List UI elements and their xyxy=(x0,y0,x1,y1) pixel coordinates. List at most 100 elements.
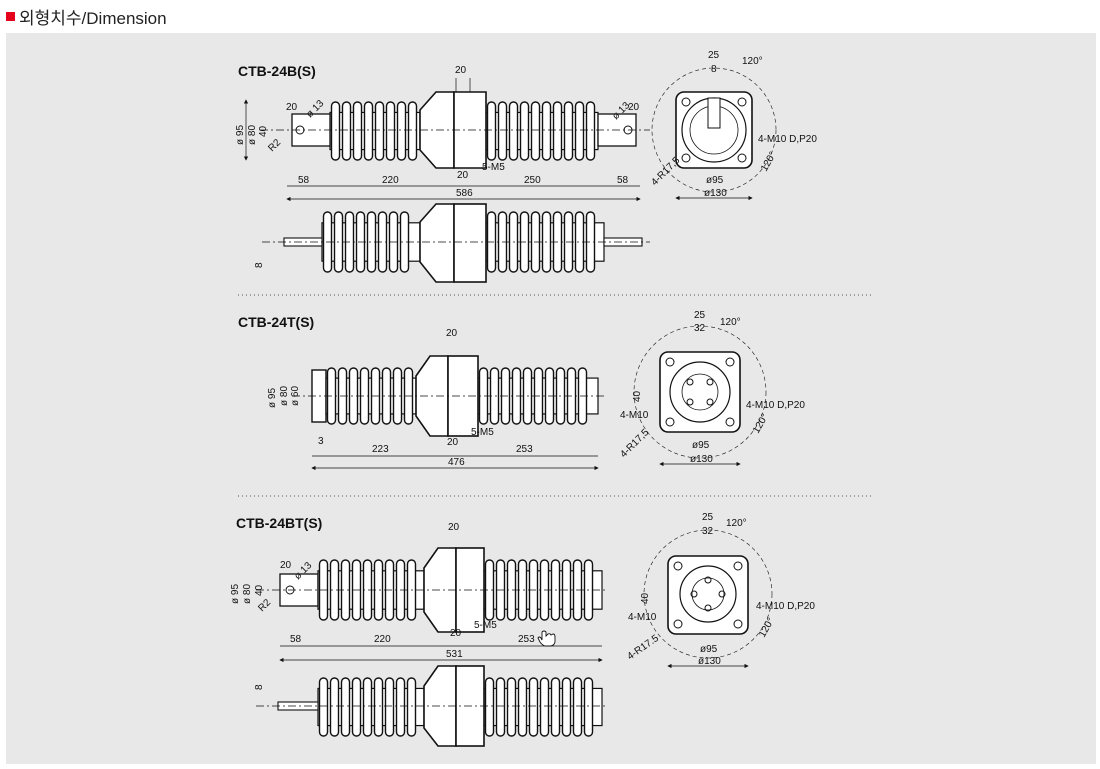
dim-58-right: 58 xyxy=(617,175,629,186)
end-8: 8 xyxy=(711,64,717,75)
end-sq130: ø130 xyxy=(704,188,727,199)
dim-total: 531 xyxy=(446,649,463,660)
m5-label: 5-M5 xyxy=(471,427,494,438)
insulator-shed xyxy=(330,101,341,161)
terminal-left: 20 xyxy=(280,560,292,571)
insulator-shed xyxy=(563,101,574,161)
section-title-text: 외형치수/Dimension xyxy=(19,9,167,28)
m5-label: 5-M5 xyxy=(482,162,505,173)
end-angle: 120° xyxy=(742,56,763,67)
dim-253: 253 xyxy=(518,634,535,645)
insulator-shed xyxy=(340,677,351,737)
insulator-shed xyxy=(395,677,406,737)
end-40: 40 xyxy=(632,390,643,402)
dia-40: 40 xyxy=(258,125,269,137)
dim-top: 20 xyxy=(455,65,467,76)
end-mtap: 4-M10 D,P20 xyxy=(758,134,817,145)
insulator-shed xyxy=(362,677,373,737)
thk-label: 8 xyxy=(254,684,265,690)
hand-cursor-icon xyxy=(537,630,556,647)
dim-220: 220 xyxy=(374,634,391,645)
insulator-shed xyxy=(508,101,519,161)
end-sq130: ø130 xyxy=(698,656,721,667)
dim-253: 253 xyxy=(516,444,533,455)
end-m10: 4-M10 xyxy=(628,612,657,623)
dim-250: 250 xyxy=(524,175,541,186)
insulator-shed xyxy=(585,101,596,161)
insulator-shed xyxy=(539,677,550,737)
end-radius: 4-R17.5 xyxy=(625,633,661,663)
insulator-shed xyxy=(497,101,508,161)
insulator-shed xyxy=(561,677,572,737)
dia-80: ø 80 xyxy=(279,386,290,406)
thk-label: 8 xyxy=(254,262,265,268)
insulator-shed xyxy=(572,677,583,737)
insulator-shed xyxy=(484,677,495,737)
radius-label: R2 xyxy=(256,597,273,614)
end-m10: 4-M10 xyxy=(620,410,649,421)
end-25: 25 xyxy=(708,50,720,61)
flange-end-view xyxy=(651,67,777,193)
drawing-ctb-24ts: CTB-24T(S) 20 20 5-M5 ø 95 ø 80 ø 60 3 2… xyxy=(238,310,805,471)
insulator-shed xyxy=(574,101,585,161)
dim-top: 20 xyxy=(446,328,458,339)
insulator-shed xyxy=(528,677,539,737)
m5-label: 5-M5 xyxy=(474,620,497,631)
insulator-shed xyxy=(352,101,363,161)
end-mtap: 4-M10 D,P20 xyxy=(746,400,805,411)
insulator-shed xyxy=(384,677,395,737)
end-40: 40 xyxy=(640,592,651,604)
insulator-shed xyxy=(373,677,384,737)
insulator-top-view xyxy=(283,203,643,283)
dim-58: 58 xyxy=(290,634,302,645)
insulator-shed xyxy=(318,677,329,737)
drawing-ctb-24bts: CTB-24BT(S) 20 20 5-M5 20 ø 13 R2 ø 95 ø… xyxy=(230,512,815,747)
end-angle2: 120° xyxy=(751,412,771,435)
insulator-shed xyxy=(486,101,497,161)
dim-3: 3 xyxy=(318,436,324,447)
end-pcd95: ø95 xyxy=(706,175,724,186)
insulator-shed xyxy=(530,101,541,161)
end-pcd95: ø95 xyxy=(700,644,718,655)
dim-bottom: 20 xyxy=(457,170,469,181)
terminal-right: 20 xyxy=(628,102,640,113)
dim-223: 223 xyxy=(372,444,389,455)
end-pcd95: ø95 xyxy=(692,440,710,451)
radius-label: R2 xyxy=(266,137,283,154)
dia-40: 40 xyxy=(254,584,265,596)
model-label: CTB-24T(S) xyxy=(238,314,314,330)
insulator-shed xyxy=(517,677,528,737)
bullet-square-icon xyxy=(6,12,15,21)
insulator-shed xyxy=(406,677,417,737)
insulator-shed xyxy=(341,101,352,161)
dim-total: 476 xyxy=(448,457,465,468)
dia-95: ø 95 xyxy=(230,584,241,604)
insulator-shed xyxy=(407,101,418,161)
dia-60: ø 60 xyxy=(290,386,301,406)
insulator-shed xyxy=(541,101,552,161)
insulator-shed xyxy=(396,101,407,161)
end-32: 32 xyxy=(694,323,706,334)
insulator-shed xyxy=(329,677,340,737)
terminal-left: 20 xyxy=(286,102,298,113)
section-title: 외형치수/Dimension xyxy=(6,4,167,29)
insulator-shed xyxy=(385,101,396,161)
end-angle2: 120° xyxy=(759,150,779,173)
dim-bottom: 20 xyxy=(447,437,459,448)
dia-80: ø 80 xyxy=(242,584,253,604)
end-angle: 120° xyxy=(720,317,741,328)
dia-80: ø 80 xyxy=(247,125,258,145)
end-32: 32 xyxy=(702,526,714,537)
insulator-shed xyxy=(495,677,506,737)
insulator-shed xyxy=(506,677,517,737)
insulator-shed xyxy=(519,101,530,161)
dim-220: 220 xyxy=(382,175,399,186)
dia-95: ø 95 xyxy=(235,125,246,145)
end-radius: 4-R17,5 xyxy=(649,155,682,188)
model-label: CTB-24B(S) xyxy=(238,63,316,79)
dia-95: ø 95 xyxy=(267,388,278,408)
flange-end-view xyxy=(633,325,767,459)
insulator-shed xyxy=(363,101,374,161)
dim-bottom: 20 xyxy=(450,628,462,639)
